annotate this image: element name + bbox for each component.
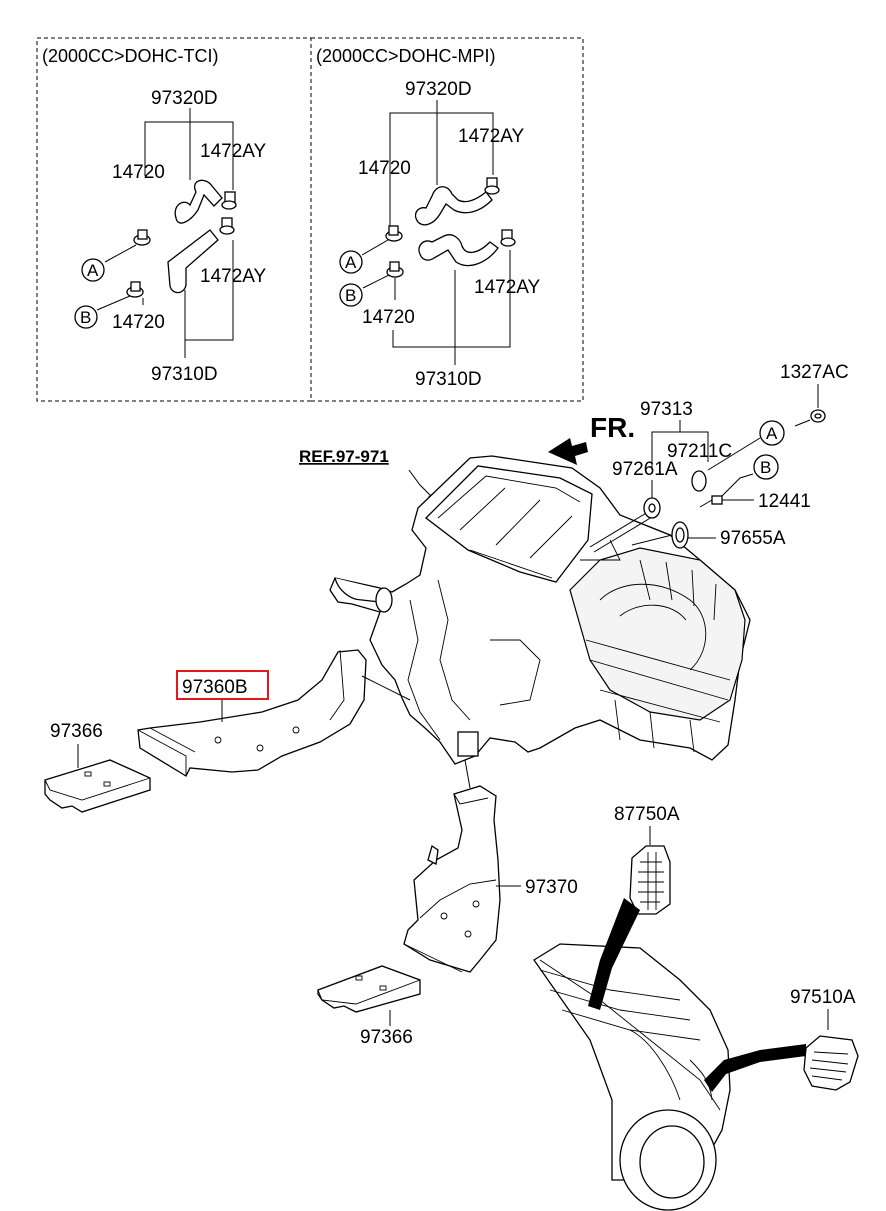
clamp-14720-lower-mpi[interactable]	[386, 261, 404, 278]
hose-97310D-tci[interactable]	[167, 229, 219, 294]
label-97310D-mpi[interactable]: 97310D	[415, 369, 482, 390]
svg-text:B: B	[345, 286, 356, 305]
svg-text:A: A	[87, 261, 99, 280]
label-1472AY-lower-mpi[interactable]: 1472AY	[474, 277, 541, 298]
leader-arrow-97510A	[704, 1044, 806, 1092]
front-arrow-icon	[548, 438, 588, 465]
callout-a-mpi[interactable]: A	[339, 250, 363, 274]
label-97310D-tci[interactable]: 97310D	[151, 364, 218, 385]
svg-text:A: A	[766, 424, 778, 443]
highlight-box-97360B	[176, 670, 269, 700]
front-label: FR.	[590, 412, 635, 443]
label-97366-top[interactable]: 97366	[50, 721, 103, 742]
inset-header-tci: (2000CC>DOHC-TCI)	[42, 46, 219, 66]
label-14720-lower-tci[interactable]: 14720	[112, 312, 165, 333]
callout-b-tci[interactable]: B	[74, 305, 98, 329]
blower-unit[interactable]	[569, 547, 746, 721]
label-1327AC[interactable]: 1327AC	[780, 362, 849, 383]
filter-cover[interactable]	[425, 465, 593, 583]
svg-text:B: B	[80, 308, 91, 327]
clamp-14720-upper-tci[interactable]	[133, 229, 151, 246]
grommet-97655A[interactable]	[671, 521, 689, 549]
label-97261A[interactable]: 97261A	[612, 459, 678, 480]
clamp-14720-upper-mpi[interactable]	[385, 225, 403, 242]
svg-text:B: B	[760, 458, 771, 477]
label-14720-lower-mpi[interactable]: 14720	[362, 307, 415, 328]
label-87750A[interactable]: 87750A	[614, 804, 680, 825]
label-97313[interactable]: 97313	[640, 399, 693, 420]
label-97655A[interactable]: 97655A	[720, 528, 786, 549]
label-97366-bottom[interactable]: 97366	[360, 1027, 413, 1048]
label-97370[interactable]: 97370	[525, 877, 578, 898]
inset-panel-tci: (2000CC>DOHC-TCI) 97320D 14720 1472AY A	[36, 37, 312, 402]
nut-1327AC[interactable]	[810, 409, 826, 423]
label-97211C[interactable]: 97211C	[667, 441, 732, 462]
ref-label[interactable]: REF.97-971	[299, 447, 389, 466]
screw-12441[interactable]	[699, 495, 723, 508]
callout-b-mpi[interactable]: B	[339, 283, 363, 307]
clamp-1472AY-lower-mpi[interactable]	[500, 229, 516, 247]
pad-97366-top[interactable]	[44, 759, 151, 813]
label-97510A[interactable]: 97510A	[790, 987, 856, 1008]
clamp-1472AY-lower-tci[interactable]	[219, 217, 235, 235]
gasket-97211C[interactable]	[691, 470, 707, 492]
label-97360B[interactable]: 97360B	[182, 677, 248, 698]
label-14720-upper-mpi[interactable]: 14720	[358, 158, 411, 179]
svg-text:A: A	[345, 253, 357, 272]
clamp-1472AY-upper-tci[interactable]	[221, 191, 237, 210]
callout-a-tci[interactable]: A	[81, 258, 105, 282]
label-1472AY-upper-mpi[interactable]: 1472AY	[458, 126, 525, 147]
callout-a-main[interactable]: A	[759, 420, 785, 446]
label-14720-upper-tci[interactable]: 14720	[112, 162, 165, 183]
clamp-1472AY-upper-mpi[interactable]	[484, 177, 500, 195]
pad-97366-bottom[interactable]	[317, 965, 421, 1013]
inset-header-mpi: (2000CC>DOHC-MPI)	[316, 46, 496, 66]
label-12441[interactable]: 12441	[758, 491, 811, 512]
main-assembly: FR. REF.97-971	[44, 362, 859, 1211]
callout-b-main[interactable]: B	[753, 454, 779, 480]
hose-97310D-mpi[interactable]	[418, 234, 499, 267]
label-97320D-tci[interactable]: 97320D	[151, 88, 218, 109]
vehicle-rear-body	[533, 943, 731, 1211]
vent-97510A[interactable]	[803, 1035, 859, 1091]
hose-97320D-mpi[interactable]	[414, 186, 493, 226]
label-1472AY-upper-tci[interactable]: 1472AY	[200, 141, 267, 162]
inset-border-mpi	[310, 37, 584, 402]
front-duct-97370[interactable]	[403, 785, 501, 973]
leader-arrow-87750A	[588, 898, 640, 1010]
rear-duct-97360B[interactable]	[137, 649, 367, 777]
vent-grille-87750A[interactable]	[629, 845, 671, 915]
label-97320D-mpi[interactable]: 97320D	[405, 79, 472, 100]
clamp-14720-lower-tci[interactable]	[126, 281, 144, 298]
inset-panel-mpi: (2000CC>DOHC-MPI) 97320D 14720 1472AY A …	[310, 37, 584, 402]
hose-97320D-tci[interactable]	[174, 179, 223, 224]
